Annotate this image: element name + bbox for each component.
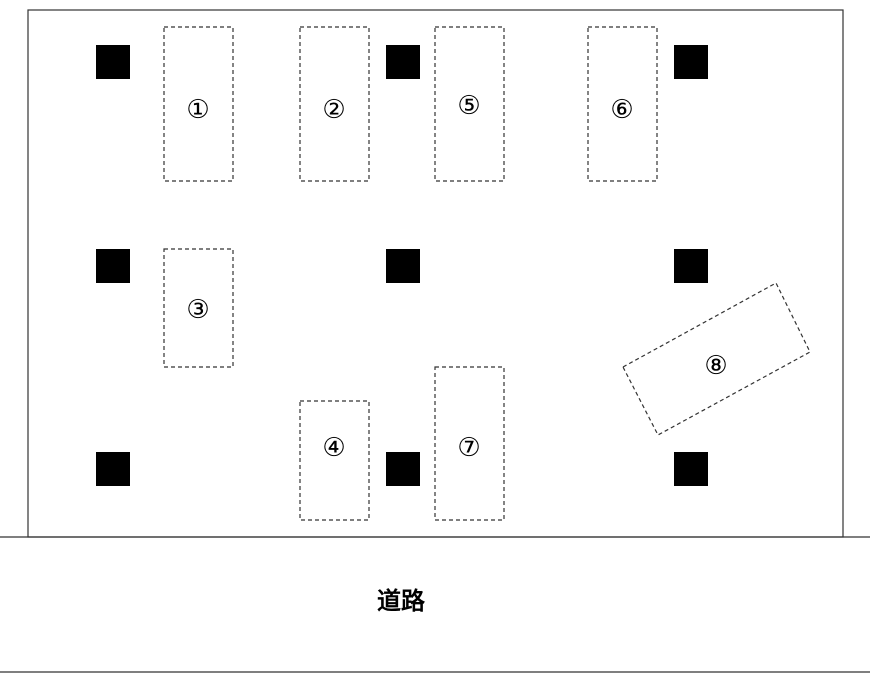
pillar (386, 45, 420, 79)
pillar (386, 249, 420, 283)
space-number: ④ (322, 433, 345, 463)
pillar (96, 45, 130, 79)
space-number: ⑦ (457, 433, 480, 463)
pillar (674, 452, 708, 486)
pillars (96, 45, 708, 486)
space-number: ① (186, 95, 209, 125)
space-number: ⑤ (457, 91, 480, 121)
parking-space-4[interactable]: ④ (299, 400, 370, 521)
parking-space-5[interactable]: ⑤ (434, 26, 505, 182)
pillar (674, 249, 708, 283)
pillar (96, 249, 130, 283)
parking-space-7[interactable]: ⑦ (434, 366, 505, 521)
pillar (96, 452, 130, 486)
parking-space-2[interactable]: ② (299, 26, 370, 182)
pillar (386, 452, 420, 486)
space-number: ③ (186, 295, 209, 325)
parking-space-1[interactable]: ① (163, 26, 234, 182)
space-number: ⑧ (704, 351, 727, 381)
space-number: ⑥ (610, 95, 633, 125)
space-number: ② (322, 95, 345, 125)
road-label: 道路 (377, 587, 426, 615)
parking-space-3[interactable]: ③ (163, 248, 234, 368)
parking-space-8[interactable]: ⑧ (622, 282, 811, 436)
pillar (674, 45, 708, 79)
parking-space-6[interactable]: ⑥ (587, 26, 658, 182)
